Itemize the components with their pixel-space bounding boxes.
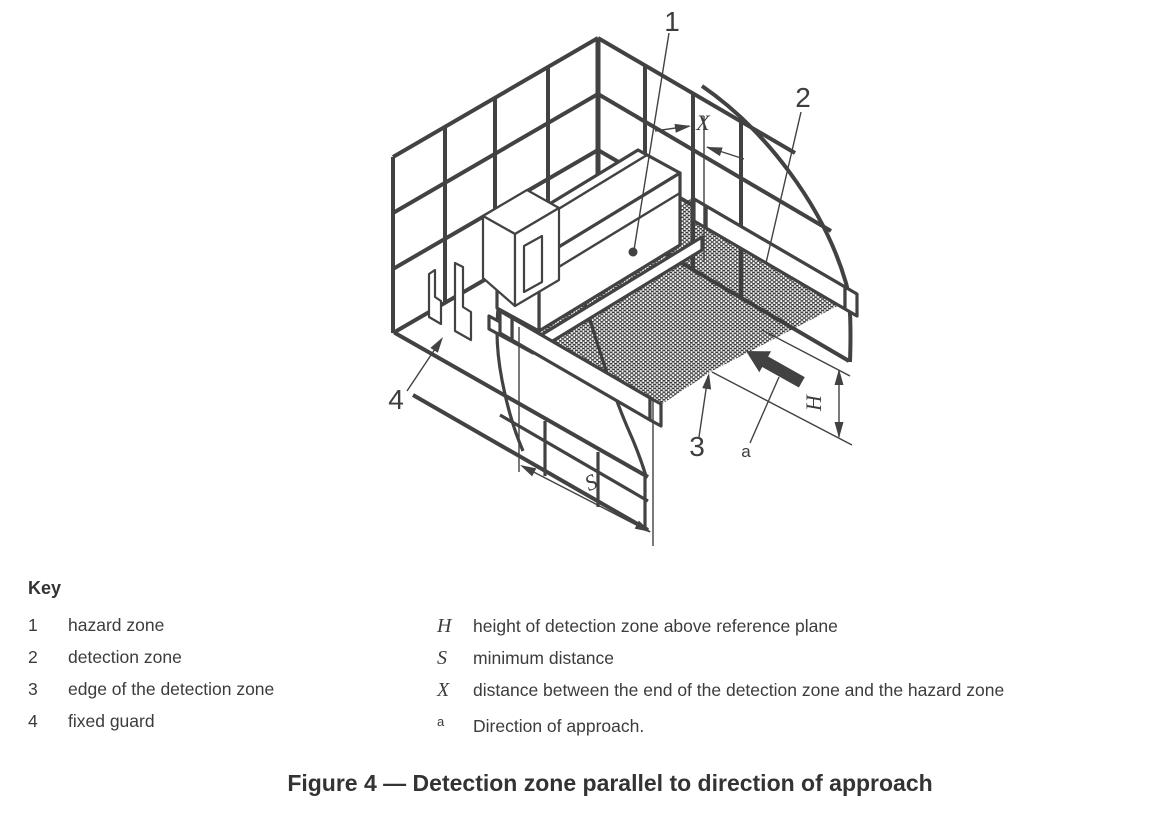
dimension-x: X xyxy=(654,110,745,262)
figure-caption: Figure 4 — Detection zone parallel to di… xyxy=(287,770,933,796)
direction-of-approach-arrow xyxy=(746,351,805,388)
key-title: Key xyxy=(28,578,62,598)
hazard-point-dot xyxy=(628,247,638,257)
callout-4-fixed-guard: 4 xyxy=(388,384,404,415)
isometric-figure: X S H a xyxy=(388,6,859,546)
dim-label-x: X xyxy=(695,110,711,135)
dimension-h: H xyxy=(711,329,853,446)
callout-2-detection-zone: 2 xyxy=(795,82,811,113)
pedestal-slot xyxy=(522,234,544,294)
detection-zone-right-bar xyxy=(692,197,859,318)
machine-pedestal xyxy=(427,188,561,342)
dim-label-a: a xyxy=(741,442,751,461)
callout-leaders xyxy=(406,32,802,438)
bracket-hook-2 xyxy=(427,268,443,326)
detection-zone-left-bar xyxy=(498,309,663,428)
callout-3-edge-of-detection-zone: 3 xyxy=(689,431,705,462)
break-arc-right xyxy=(700,84,853,363)
approach-arrow: a xyxy=(741,351,805,461)
callout-1-hazard-zone: 1 xyxy=(664,6,680,37)
dim-label-h: H xyxy=(801,394,826,412)
bracket-hook-1 xyxy=(453,261,473,342)
